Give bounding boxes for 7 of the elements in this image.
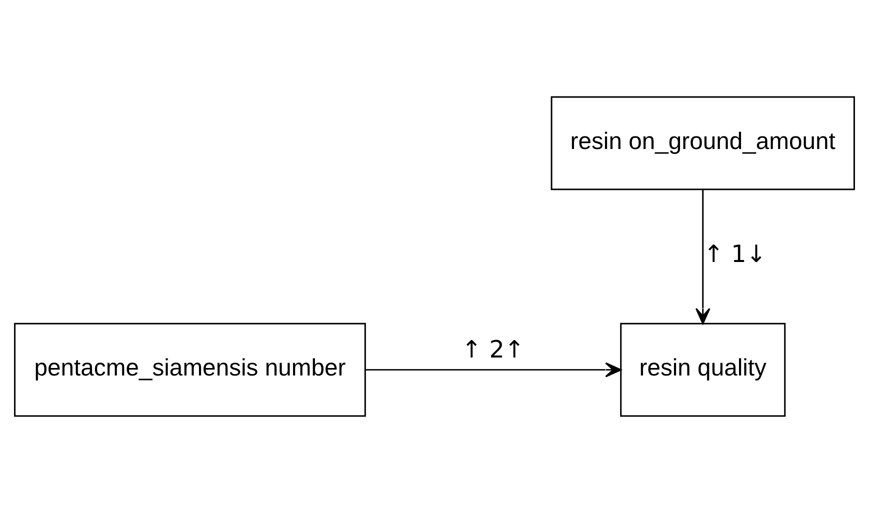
- edge-label: ↑ 1↓: [704, 240, 766, 268]
- arrow: [366, 362, 622, 377]
- node-box: resin quality: [620, 322, 786, 416]
- node-box: resin on_ground_amount: [550, 96, 855, 190]
- arrow: [695, 189, 710, 324]
- node-box: pentacme_siamensis number: [14, 322, 366, 416]
- edge-label: ↑ 2↑: [462, 335, 524, 364]
